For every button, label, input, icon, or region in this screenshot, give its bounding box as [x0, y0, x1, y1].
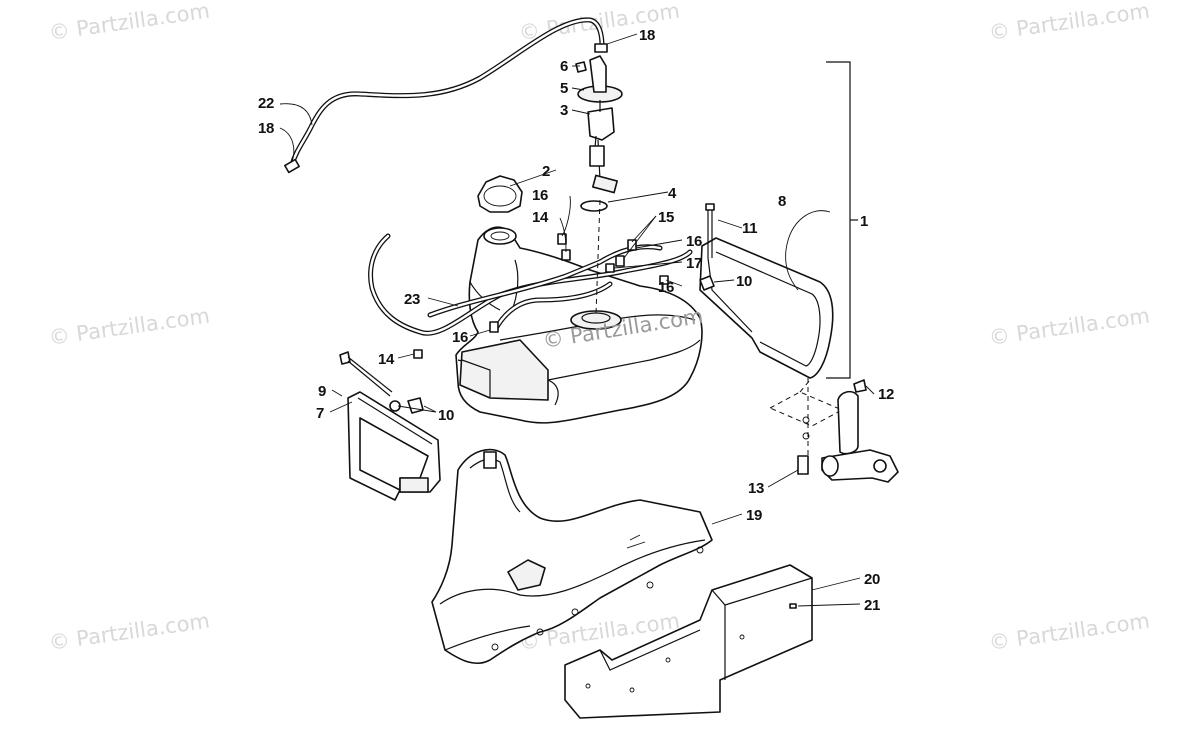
- part-screw-21: [789, 603, 797, 609]
- part-bolt-9: [339, 351, 393, 397]
- callout-14-upper: 14: [532, 209, 549, 226]
- part-skid-guard-20: [564, 564, 813, 719]
- callout-18-left: 18: [258, 120, 274, 137]
- callout-10-left: 10: [438, 407, 454, 424]
- watermark-bottom-right: © Partzilla.com: [987, 609, 1151, 655]
- callout-2: 2: [542, 163, 550, 180]
- callout-1: 1: [860, 213, 868, 230]
- callout-6: 6: [560, 58, 568, 75]
- callout-14-lower: 14: [378, 351, 395, 368]
- callout-17: 17: [686, 255, 702, 272]
- callout-20: 20: [864, 571, 880, 588]
- callout-16-left: 16: [452, 329, 468, 346]
- callout-5: 5: [560, 80, 568, 97]
- leader-lines: [279, 33, 875, 607]
- part-fuel-tank: [455, 226, 703, 424]
- callout-15: 15: [658, 209, 674, 226]
- part-breather-hose-22: [289, 17, 605, 168]
- callout-16-right-lower: 16: [658, 279, 674, 296]
- part-clamp-18-top: [594, 43, 608, 53]
- callout-12: 12: [878, 386, 894, 403]
- watermark-mid-left: © Partzilla.com: [47, 304, 211, 350]
- cradle-tab: [483, 451, 497, 469]
- callout-4: 4: [668, 185, 677, 202]
- callout-8: 8: [778, 193, 786, 210]
- hose-fittings: [413, 233, 669, 359]
- part-right-bracket-8: [699, 237, 834, 379]
- part-bolt-11: [705, 203, 715, 258]
- watermark-bottom-left: © Partzilla.com: [47, 609, 211, 655]
- callout-23: 23: [404, 291, 420, 308]
- part-clip-13: [797, 455, 809, 475]
- part-tank-cradle-19: [431, 448, 713, 665]
- callout-18-top: 18: [639, 27, 655, 44]
- callout-9: 9: [318, 383, 326, 400]
- callout-11: 11: [742, 220, 757, 237]
- callout-7: 7: [316, 405, 324, 422]
- part-seal-4: [580, 200, 608, 212]
- callout-16-right-upper: 16: [686, 233, 702, 250]
- part-screw-6: [575, 61, 587, 73]
- part-screw-12: [853, 379, 867, 393]
- left-bracket-foot: [399, 477, 429, 493]
- nut-right-10: [699, 275, 715, 291]
- callout-16-top: 16: [532, 187, 548, 204]
- callout-labels: 1 2 3 4 5 6 7 8 9 10 10 11 12 13 14 14 1…: [258, 27, 894, 614]
- watermark-mid-right: © Partzilla.com: [987, 304, 1151, 350]
- filler-neck: [483, 227, 517, 245]
- part-left-bracket-7: [347, 391, 441, 501]
- callout-21: 21: [864, 597, 880, 614]
- watermark-top-right: © Partzilla.com: [987, 0, 1151, 45]
- callout-19: 19: [746, 507, 762, 524]
- callout-13: 13: [748, 480, 764, 497]
- part-fuel-cap-2: [477, 175, 523, 213]
- part-clamp-18-left: [284, 158, 300, 174]
- callout-10-right: 10: [736, 273, 752, 290]
- callout-3: 3: [560, 102, 568, 119]
- part-fuel-pump-3: [577, 55, 623, 194]
- nut-left-10: [407, 397, 424, 414]
- callout-22: 22: [258, 95, 274, 112]
- watermark-top-left: © Partzilla.com: [47, 0, 211, 45]
- frame-section: [768, 378, 899, 483]
